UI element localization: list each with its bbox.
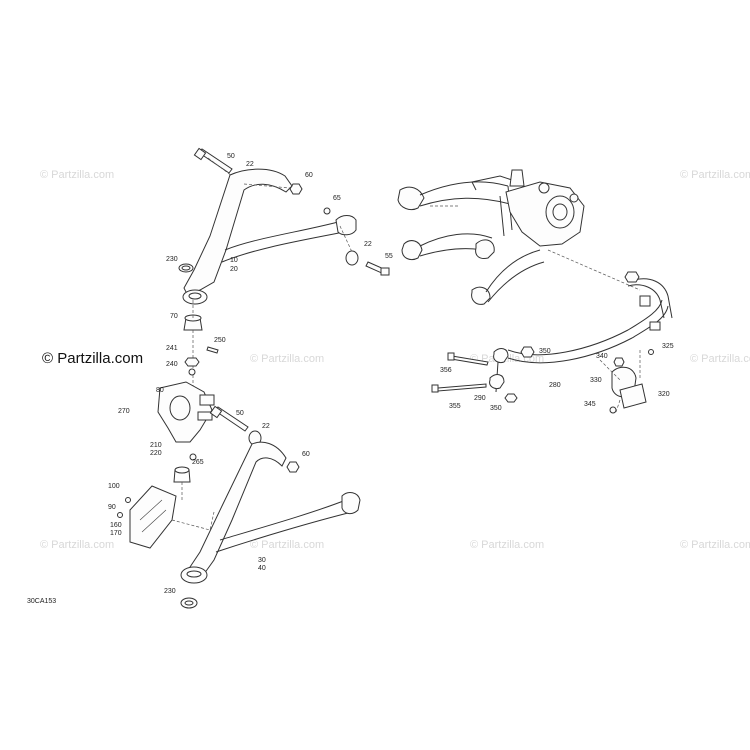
callout-22: 22 bbox=[364, 241, 372, 248]
callout-60: 60 bbox=[305, 172, 313, 179]
sway-bar-assembly bbox=[431, 271, 673, 414]
callout-250: 250 bbox=[214, 337, 226, 344]
watermark: © Partzilla.com bbox=[680, 169, 750, 181]
callout-30: 30 bbox=[258, 557, 266, 564]
rear-suspension-frame bbox=[397, 169, 641, 305]
callout-210: 210 bbox=[150, 442, 162, 449]
callout-220: 220 bbox=[150, 450, 162, 457]
callout-60: 60 bbox=[302, 451, 310, 458]
watermarks: © Partzilla.com © Partzilla.com © Partzi… bbox=[40, 169, 750, 551]
callout-65: 65 bbox=[333, 195, 341, 202]
callout-290: 290 bbox=[474, 395, 486, 402]
callout-40: 40 bbox=[258, 565, 266, 572]
callout-241: 241 bbox=[166, 345, 178, 352]
watermark: © Partzilla.com bbox=[250, 539, 324, 551]
callout-330: 330 bbox=[590, 377, 602, 384]
callout-325: 325 bbox=[662, 343, 674, 350]
callout-230: 230 bbox=[164, 588, 176, 595]
watermark-prominent: © Partzilla.com bbox=[42, 350, 143, 367]
watermark: © Partzilla.com bbox=[690, 353, 750, 365]
callout-320: 320 bbox=[658, 391, 670, 398]
lower-a-arm bbox=[117, 405, 361, 609]
callout-70: 70 bbox=[170, 313, 178, 320]
callout-350: 350 bbox=[490, 405, 502, 412]
callout-230: 230 bbox=[166, 256, 178, 263]
callout-labels: 50 22 60 65 22 55 10 20 230 70 250 241 2… bbox=[108, 153, 674, 595]
callout-50: 50 bbox=[236, 410, 244, 417]
callout-345: 345 bbox=[584, 401, 596, 408]
watermark: © Partzilla.com bbox=[40, 169, 114, 181]
callout-350: 350 bbox=[539, 348, 551, 355]
watermark: © Partzilla.com bbox=[40, 539, 114, 551]
callout-20: 20 bbox=[230, 266, 238, 273]
callout-10: 10 bbox=[230, 257, 238, 264]
callout-265: 265 bbox=[192, 459, 204, 466]
callout-50: 50 bbox=[227, 153, 235, 160]
callout-240: 240 bbox=[166, 361, 178, 368]
watermark: © Partzilla.com bbox=[470, 539, 544, 551]
callout-22: 22 bbox=[262, 423, 270, 430]
callout-280: 280 bbox=[549, 382, 561, 389]
upper-a-arm bbox=[178, 147, 390, 305]
callout-160: 160 bbox=[110, 522, 122, 529]
watermark: © Partzilla.com bbox=[250, 353, 324, 365]
callout-100: 100 bbox=[108, 483, 120, 490]
drawing-code: 30CA153 bbox=[27, 598, 56, 605]
knuckle-assembly bbox=[157, 300, 219, 483]
callout-356: 356 bbox=[440, 367, 452, 374]
callout-55: 55 bbox=[385, 253, 393, 260]
callout-22: 22 bbox=[246, 161, 254, 168]
callout-80: 80 bbox=[156, 387, 164, 394]
watermark: © Partzilla.com bbox=[680, 539, 750, 551]
callout-170: 170 bbox=[110, 530, 122, 537]
callout-270: 270 bbox=[118, 408, 130, 415]
callout-90: 90 bbox=[108, 504, 116, 511]
callout-355: 355 bbox=[449, 403, 461, 410]
callout-340: 340 bbox=[596, 353, 608, 360]
